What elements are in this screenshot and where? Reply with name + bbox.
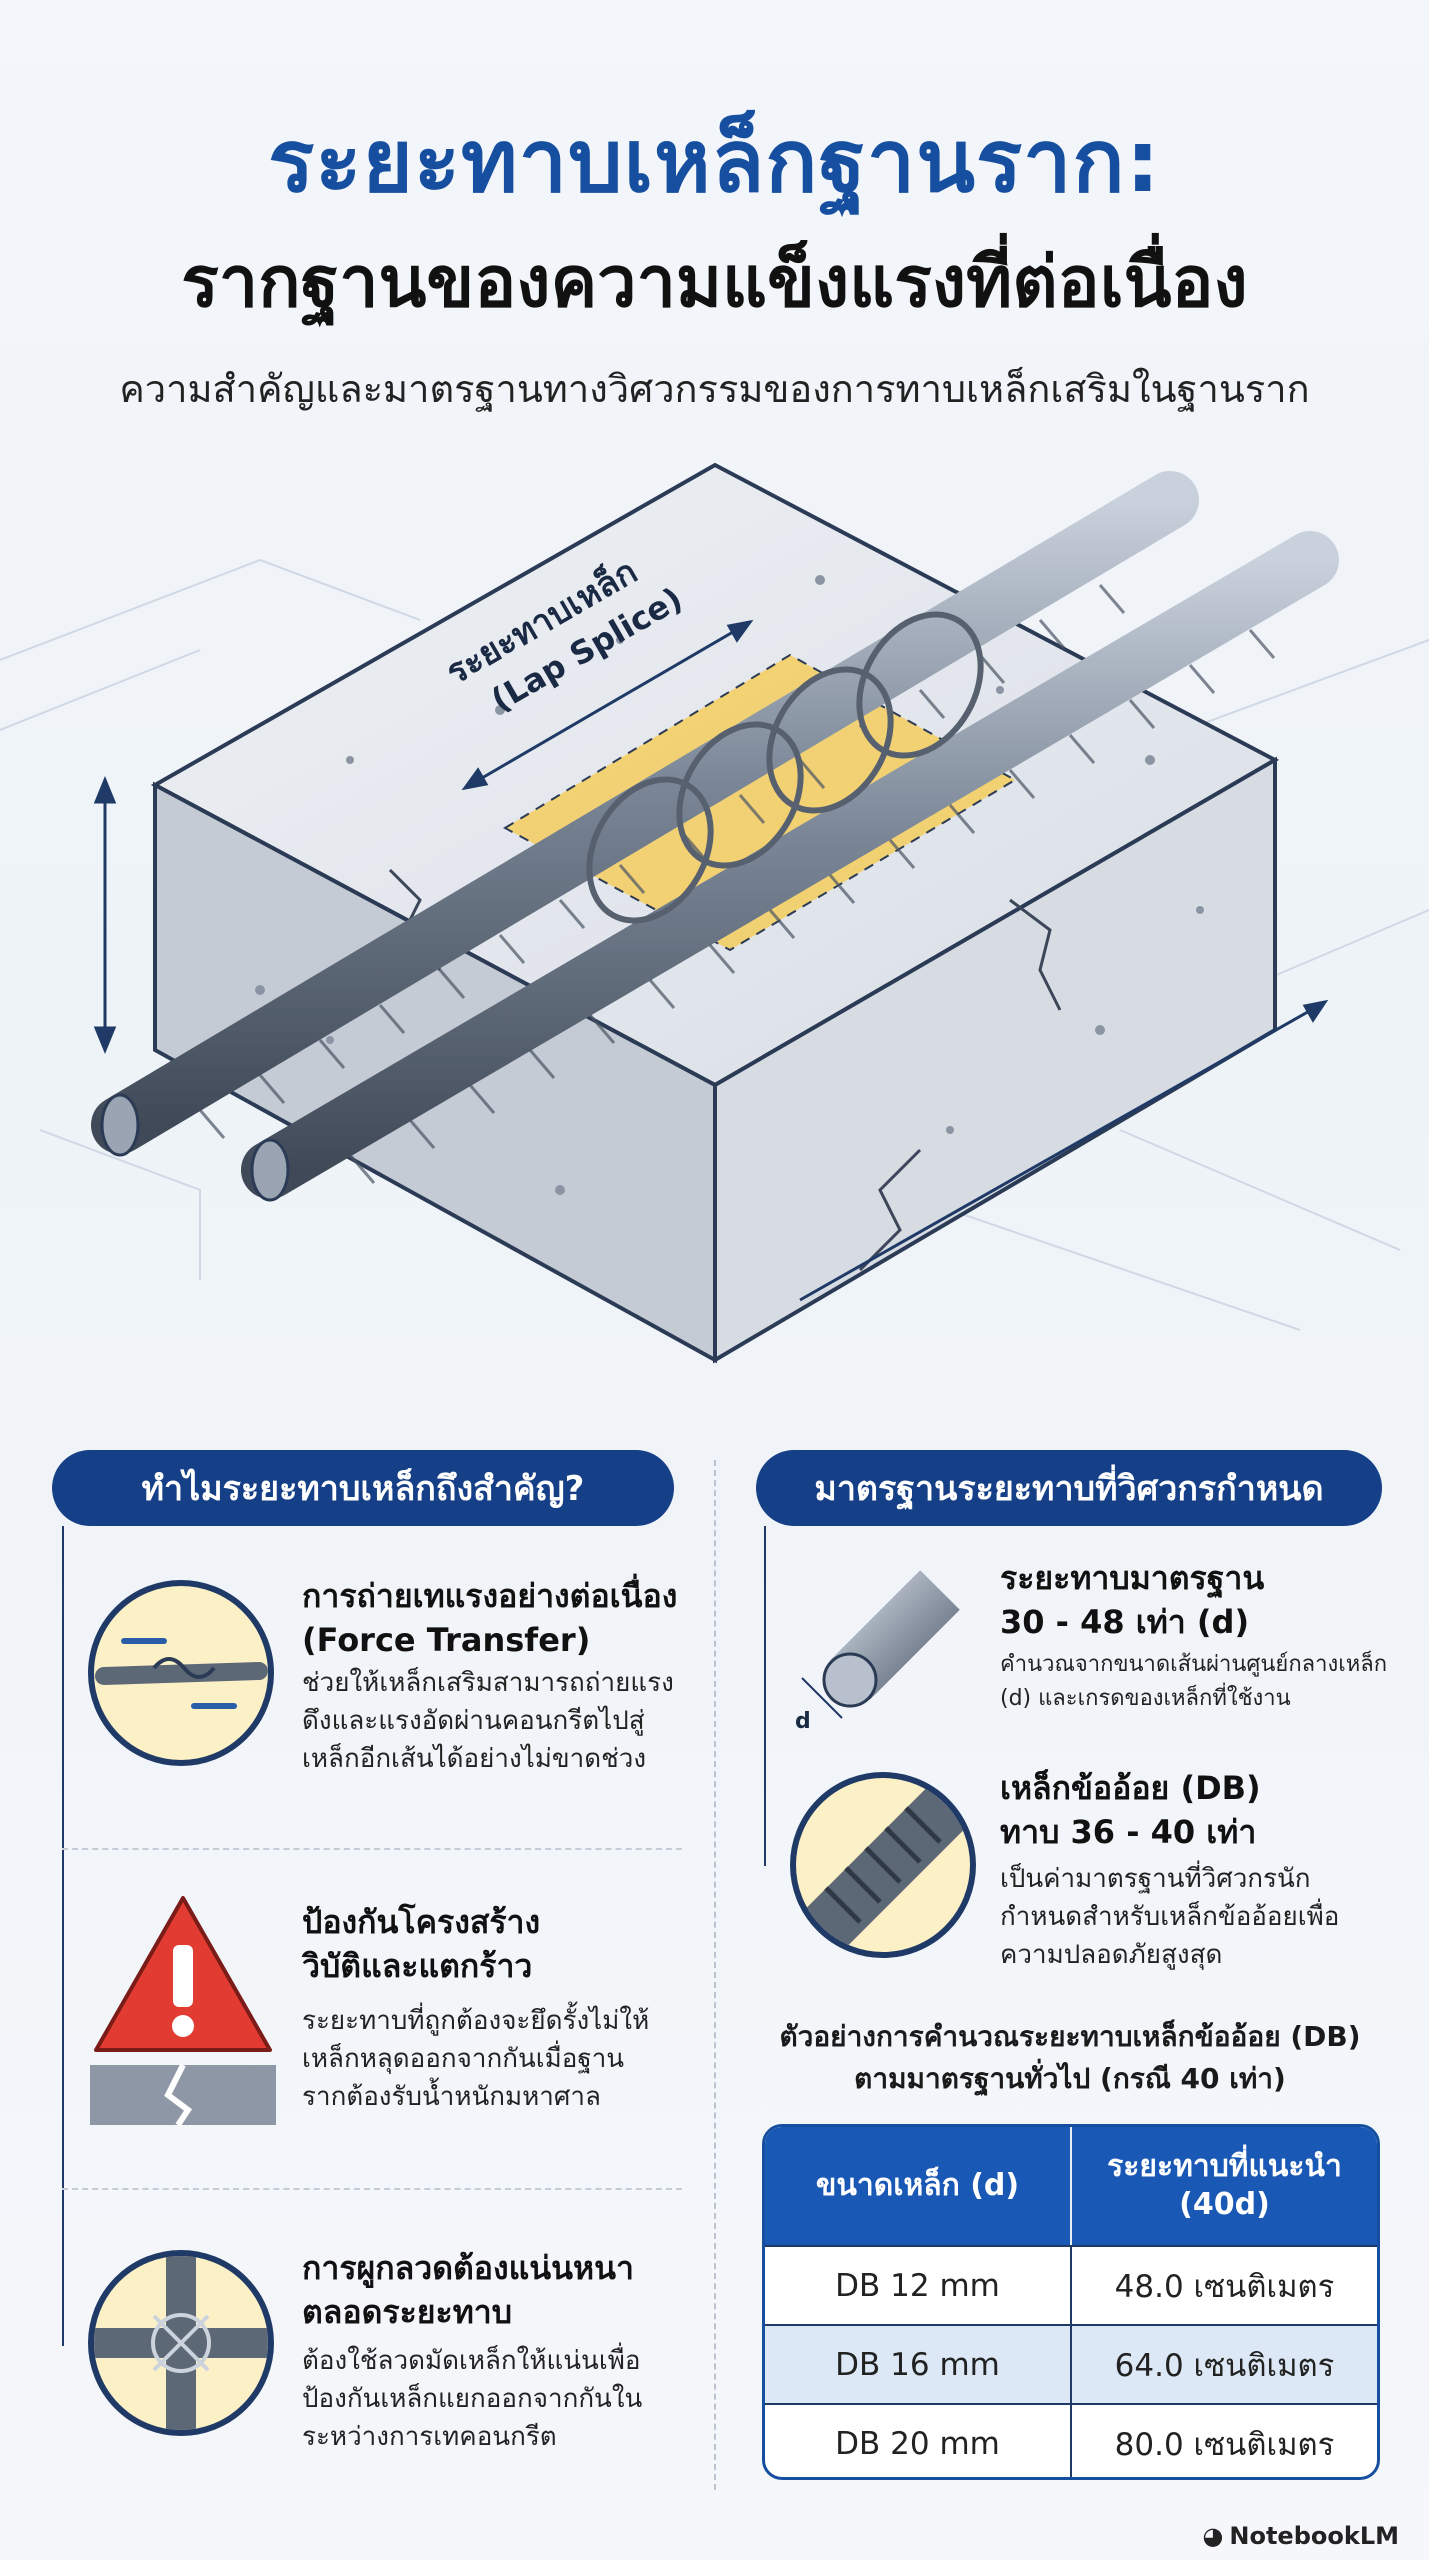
force-transfer-heading: การถ่ายเทแรงอย่างต่อเนื่อง (Force Transf…: [302, 1577, 678, 1659]
standard-lap-heading: ระยะทาบมาตรฐาน 30 - 48 เท่า (d): [1000, 1559, 1265, 1641]
standard-lap-body: คำนวณจากขนาดเส้นผ่านศูนย์กลางเหล็ก (d) แ…: [1000, 1652, 1388, 1711]
prevent-failure-body: ระยะทาบที่ถูกต้องจะยึดรั้งไม่ให้ เหล็กหล…: [302, 2006, 650, 2112]
notebooklm-icon: ◕: [1202, 2522, 1224, 2550]
left-timeline-line: [62, 1526, 64, 2346]
tie-wire-heading: การผูกลวดต้องแน่นหนา ตลอดระยะทาบ: [302, 2249, 634, 2331]
table-cell: DB 12 mm: [835, 2267, 1000, 2304]
prevent-failure-heading: ป้องกันโครงสร้าง วิบัติและแตกร้าว: [302, 1903, 541, 1985]
tie-wire-icon: [88, 2250, 274, 2436]
page-title: ระยะทาบเหล็กฐานราก:: [268, 112, 1161, 212]
standards-heading: มาตรฐานระยะทาบที่วิศวกรกำหนด: [756, 1450, 1382, 1526]
table-header-cell: ขนาดเหล็ก (d): [815, 2168, 1020, 2203]
tie-wire-body: ต้องใช้ลวดมัดเหล็กให้แน่นเพื่อ ป้องกันเห…: [302, 2346, 643, 2452]
table-row: DB 12 mm 48.0 เซนติเมตร: [765, 2245, 1377, 2324]
item-divider: [62, 1848, 682, 1850]
db-bar-body: เป็นค่ามาตรฐานที่วิศวกรนัก กำหนดสำหรับเห…: [1000, 1864, 1340, 1970]
brand-name: NotebookLM: [1229, 2522, 1399, 2550]
table-cell: 80.0 เซนติเมตร: [1070, 2405, 1377, 2477]
section-divider: [714, 1460, 716, 2490]
right-timeline-line: [764, 1526, 766, 1866]
force-transfer-body: ช่วยให้เหล็กเสริมสามารถถ่ายแรง ดึงและแรง…: [302, 1668, 674, 1774]
footing-illustration: ระยะทาบเหล็ก (Lap Splice): [0, 462, 1429, 1364]
table-row: DB 20 mm 80.0 เซนติเมตร: [765, 2403, 1377, 2477]
table-cell: DB 16 mm: [835, 2346, 1000, 2383]
page-subtitle: ความสำคัญและมาตรฐานทางวิศวกรรมของการทาบเ…: [119, 367, 1310, 411]
force-transfer-icon: [88, 1580, 274, 1766]
item-divider: [62, 2188, 682, 2190]
table-header-cell: ระยะทาบที่แนะนำ (40d): [1070, 2127, 1377, 2245]
table-cell: DB 20 mm: [835, 2425, 1000, 2462]
deformed-bar-icon: [790, 1772, 976, 1958]
table-cell: 64.0 เซนติเมตร: [1070, 2326, 1377, 2403]
table-row: DB 16 mm 64.0 เซนติเมตร: [765, 2324, 1377, 2403]
page-title-line2: รากฐานของความแข็งแรงที่ต่อเนื่อง: [181, 241, 1248, 323]
lap-length-table: ขนาดเหล็ก (d) ระยะทาบที่แนะนำ (40d) DB 1…: [762, 2124, 1380, 2480]
brand-logo: ◕ NotebookLM: [1202, 2522, 1399, 2550]
rebar-diameter-icon: d: [790, 1560, 970, 1740]
diameter-label: d: [795, 1709, 811, 1734]
table-header: ขนาดเหล็ก (d) ระยะทาบที่แนะนำ (40d): [765, 2127, 1377, 2245]
table-cell: 48.0 เซนติเมตร: [1070, 2247, 1377, 2324]
warning-icon: [88, 1890, 278, 2130]
why-important-heading: ทำไมระยะทาบเหล็กถึงสำคัญ?: [52, 1450, 674, 1526]
db-bar-heading: เหล็กข้ออ้อย (DB) ทาบ 36 - 40 เท่า: [1000, 1769, 1261, 1851]
example-title: ตัวอย่างการคำนวณระยะทาบเหล็กข้ออ้อย (DB)…: [779, 2020, 1361, 2095]
